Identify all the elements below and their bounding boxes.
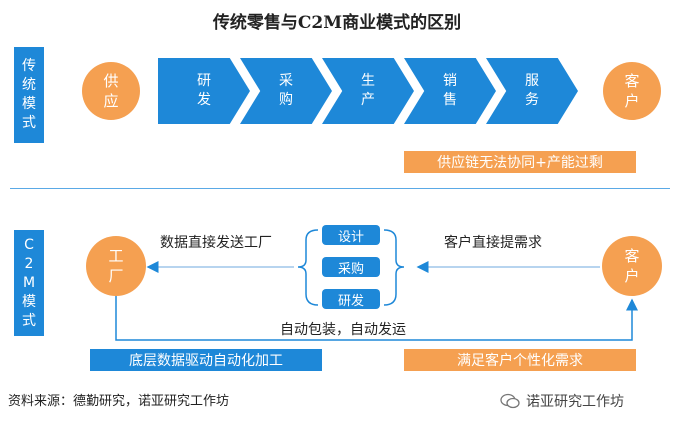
chevron-step-4-label: 销售 xyxy=(443,73,457,108)
customer-demand-text: 客户直接提需求 xyxy=(444,235,542,251)
left-brace xyxy=(297,229,319,306)
process-item-design: 设计 xyxy=(322,225,380,245)
customer-circle-top-label: 客户 xyxy=(624,72,640,110)
traditional-problem-banner-text: 供应链无法协同+产能过剩 xyxy=(437,155,603,171)
chevron-step-1: 研发 xyxy=(158,58,250,124)
right-brace xyxy=(383,229,405,306)
traditional-side-label-text: 传统模式 xyxy=(22,58,36,131)
wechat-icon xyxy=(500,393,520,409)
c2m-right-banner: 满足客户个性化需求 xyxy=(404,349,636,371)
c2m-right-banner-text: 满足客户个性化需求 xyxy=(457,353,583,369)
process-item-design-label: 设计 xyxy=(337,229,364,245)
factory-circle-label: 工厂 xyxy=(108,247,124,285)
traditional-side-label: 传统模式 xyxy=(14,47,44,143)
chevron-step-1-label: 研发 xyxy=(197,73,211,108)
customer-circle-bottom: 客户 xyxy=(602,236,662,296)
c2m-side-label-text: C2M模式 xyxy=(22,236,36,329)
section-divider xyxy=(10,188,670,189)
data-to-factory-text: 数据直接发送工厂 xyxy=(160,235,272,251)
page-title: 传统零售与C2M商业模式的区别 xyxy=(212,13,462,33)
chevron-step-2-label: 采购 xyxy=(279,73,293,108)
traditional-problem-banner: 供应链无法协同+产能过剩 xyxy=(404,151,636,173)
c2m-left-banner: 底层数据驱动自动化加工 xyxy=(90,349,322,371)
chevron-step-3-label: 生产 xyxy=(361,73,375,108)
bottom-loop-line xyxy=(115,294,638,341)
process-item-rnd: 研发 xyxy=(322,289,380,309)
process-item-procure-label: 采购 xyxy=(337,261,364,277)
chevron-step-5-label: 服务 xyxy=(525,73,539,108)
factory-circle: 工厂 xyxy=(86,236,146,296)
supply-circle: 供应 xyxy=(82,62,140,120)
watermark: 诺亚研究工作坊 xyxy=(500,391,624,411)
c2m-left-banner-text: 底层数据驱动自动化加工 xyxy=(129,353,283,369)
process-item-rnd-label: 研发 xyxy=(337,293,364,309)
c2m-side-label: C2M模式 xyxy=(14,230,44,336)
process-item-procure: 采购 xyxy=(322,257,380,277)
customer-circle-bottom-label: 客户 xyxy=(624,247,640,285)
auto-ship-text: 自动包装，自动发运 xyxy=(280,322,406,338)
watermark-text: 诺亚研究工作坊 xyxy=(526,394,624,410)
source-note: 资料来源：德勤研究，诺亚研究工作坊 xyxy=(8,394,230,409)
customer-circle-top: 客户 xyxy=(603,62,661,120)
supply-circle-label: 供应 xyxy=(103,72,119,110)
